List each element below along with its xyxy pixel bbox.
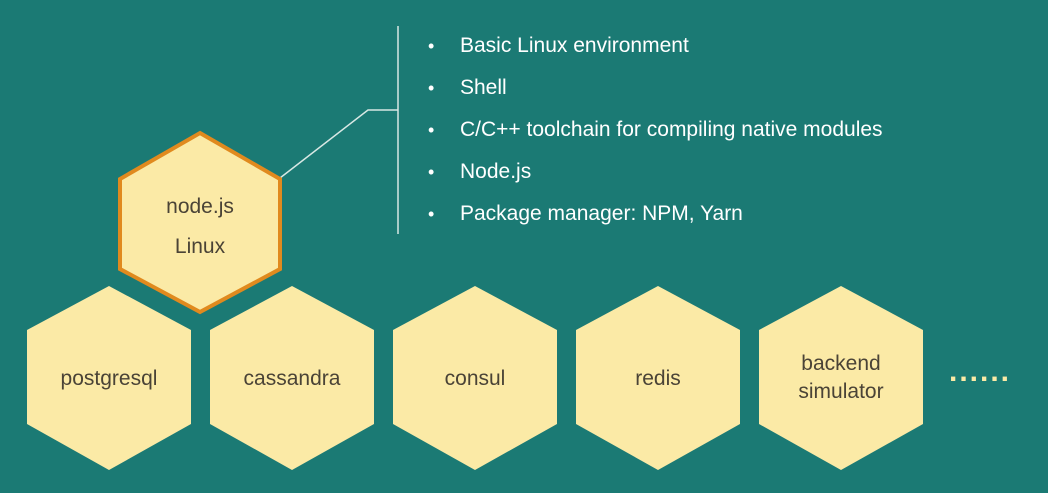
list-item-text: Basic Linux environment (460, 34, 689, 57)
hex-shape (393, 286, 557, 470)
hex-shape (210, 286, 374, 470)
list-item-text: Package manager: NPM, Yarn (460, 202, 743, 225)
service-hex-consul: consul (393, 286, 557, 470)
service-hex-label-2: simulator (798, 380, 883, 403)
base-hexagon: node.js Linux (118, 130, 282, 315)
service-hex-label: redis (635, 367, 681, 390)
service-hex-label: cassandra (244, 367, 341, 390)
base-hex-shape (118, 130, 282, 315)
list-item: • C/C++ toolchain for compiling native m… (428, 112, 883, 154)
list-item-text: Node.js (460, 160, 532, 183)
hex-shape (576, 286, 740, 470)
bullet-icon: • (428, 36, 435, 56)
service-hex-label: postgresql (61, 367, 158, 390)
service-hex-label-1: backend (801, 352, 880, 375)
service-hex-cassandra: cassandra (210, 286, 374, 470)
hex-shape (27, 286, 191, 470)
feature-list: • Basic Linux environment • Shell • C/C+… (428, 28, 883, 238)
list-item-text: Shell (460, 76, 507, 99)
list-item: • Node.js (428, 154, 883, 196)
bullet-icon: • (428, 78, 435, 98)
bullet-icon: • (428, 204, 435, 224)
connector-line (279, 109, 398, 179)
list-item: • Package manager: NPM, Yarn (428, 196, 883, 238)
bullet-icon: • (428, 162, 435, 182)
hex-shape (759, 286, 923, 470)
list-item: • Basic Linux environment (428, 28, 883, 70)
list-item-text: C/C++ toolchain for compiling native mod… (460, 118, 883, 141)
service-hex-postgresql: postgresql (27, 286, 191, 470)
more-ellipsis: ...... (949, 355, 1011, 388)
base-hex-label-2: Linux (175, 235, 226, 258)
base-hex-label-1: node.js (166, 195, 234, 218)
bullet-icon: • (428, 120, 435, 140)
list-item: • Shell (428, 70, 883, 112)
service-hex-redis: redis (576, 286, 740, 470)
service-hex-label: consul (445, 367, 506, 390)
service-hex-backend-simulator: backend simulator (759, 286, 923, 470)
